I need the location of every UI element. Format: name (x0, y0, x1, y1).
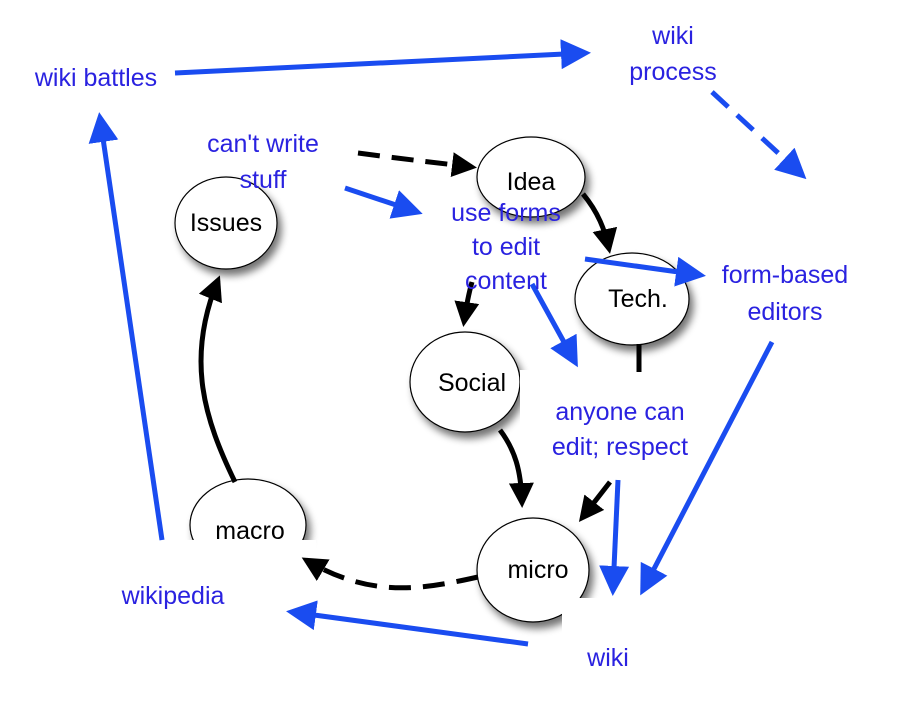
label-cant-write-line1: can't write (207, 130, 319, 158)
node-social: Social (409, 331, 521, 433)
label-wiki-battles: wiki battles (34, 64, 157, 92)
node-issues-label: Issues (190, 209, 262, 237)
arrow-process-to-formeditors (710, 90, 807, 180)
label-anyone-line1: anyone can (555, 398, 684, 426)
label-use-forms-line1: use forms (451, 199, 561, 227)
label-anyone-line2: edit; respect (552, 433, 688, 461)
arrow-idea-to-tech (581, 192, 618, 254)
node-tech-label: Tech. (608, 285, 668, 313)
node-micro: micro (476, 517, 590, 623)
arrow-cantwrite-to-useforms (344, 185, 423, 219)
node-micro-label: micro (507, 556, 568, 584)
arrow-wiki-to-wikipedia (286, 600, 529, 647)
arrow-formeditors-to-wiki (640, 340, 775, 596)
arrow-social-to-micro (497, 428, 534, 508)
arrow-battles-to-process (174, 39, 591, 76)
label-wiki-process-line1: wiki (651, 22, 694, 50)
arrow-cantwrite-to-idea (357, 150, 477, 178)
label-form-based-line2: editors (747, 298, 822, 326)
label-wikipedia: wikipedia (121, 582, 225, 610)
node-idea-label: Idea (507, 168, 556, 196)
label-form-based-line1: form-based (722, 261, 848, 289)
label-use-forms-line2: to edit (472, 233, 540, 261)
arrow-macro-to-issues (198, 275, 238, 484)
arrow-anyone-to-wiki (599, 479, 630, 596)
arrow-micro-to-macro (301, 557, 479, 591)
label-wiki: wiki (586, 644, 629, 672)
node-social-label: Social (438, 369, 506, 397)
label-use-forms-line3: content (465, 267, 547, 295)
arrow-useforms-to-formeditors (584, 256, 706, 287)
node-idea: Idea (476, 136, 586, 218)
arrow-tech-to-micro-head (578, 480, 612, 522)
arrow-wikipedia-to-battles (88, 112, 165, 541)
node-tech: Tech. (574, 252, 690, 346)
label-wiki-process-line2: process (629, 58, 717, 86)
node-issues: Issues (174, 176, 278, 270)
label-cant-write-line2: stuff (240, 166, 287, 194)
arrow-idea-to-social (454, 281, 480, 327)
arrow-useforms-to-anyone (529, 282, 578, 368)
